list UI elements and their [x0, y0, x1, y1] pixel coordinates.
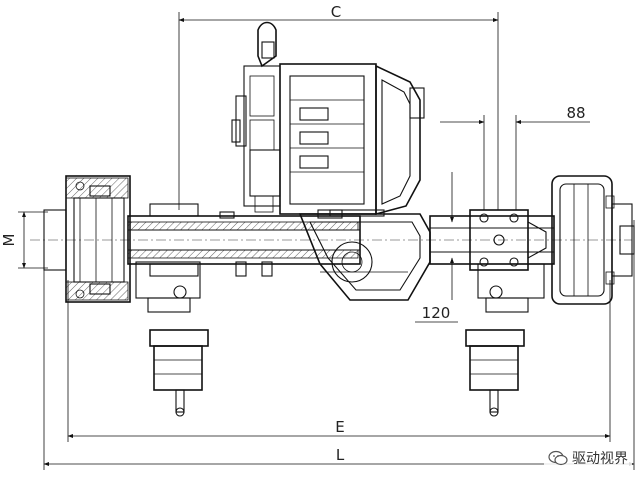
dimension-c-label: C	[331, 3, 341, 21]
right-wheel-hub	[551, 175, 635, 305]
dimension-e-label: E	[335, 418, 344, 436]
dimension-l-label: L	[336, 446, 345, 464]
left-brake-assembly	[135, 261, 209, 417]
dimension-e: E	[67, 280, 611, 442]
watermark: 驱动视界	[544, 446, 632, 470]
dimension-88: 88	[440, 104, 590, 210]
left-wheel-hub	[43, 175, 131, 303]
axle-housing	[127, 203, 361, 277]
dimension-88-label: 88	[566, 104, 585, 122]
dimension-c: C	[178, 3, 499, 210]
differential-housing	[298, 209, 431, 301]
watermark-text: 驱动视界	[572, 451, 628, 467]
dimension-120: 120	[415, 172, 458, 323]
right-brake-assembly	[465, 263, 545, 417]
right-axle-tube	[429, 209, 555, 271]
wechat-icon	[548, 450, 568, 466]
dimension-l: L	[43, 220, 635, 470]
dimension-m-label: M	[0, 234, 18, 247]
electric-motor	[231, 21, 425, 219]
dimension-120-label: 120	[422, 304, 451, 322]
dimension-m: M	[0, 211, 48, 269]
